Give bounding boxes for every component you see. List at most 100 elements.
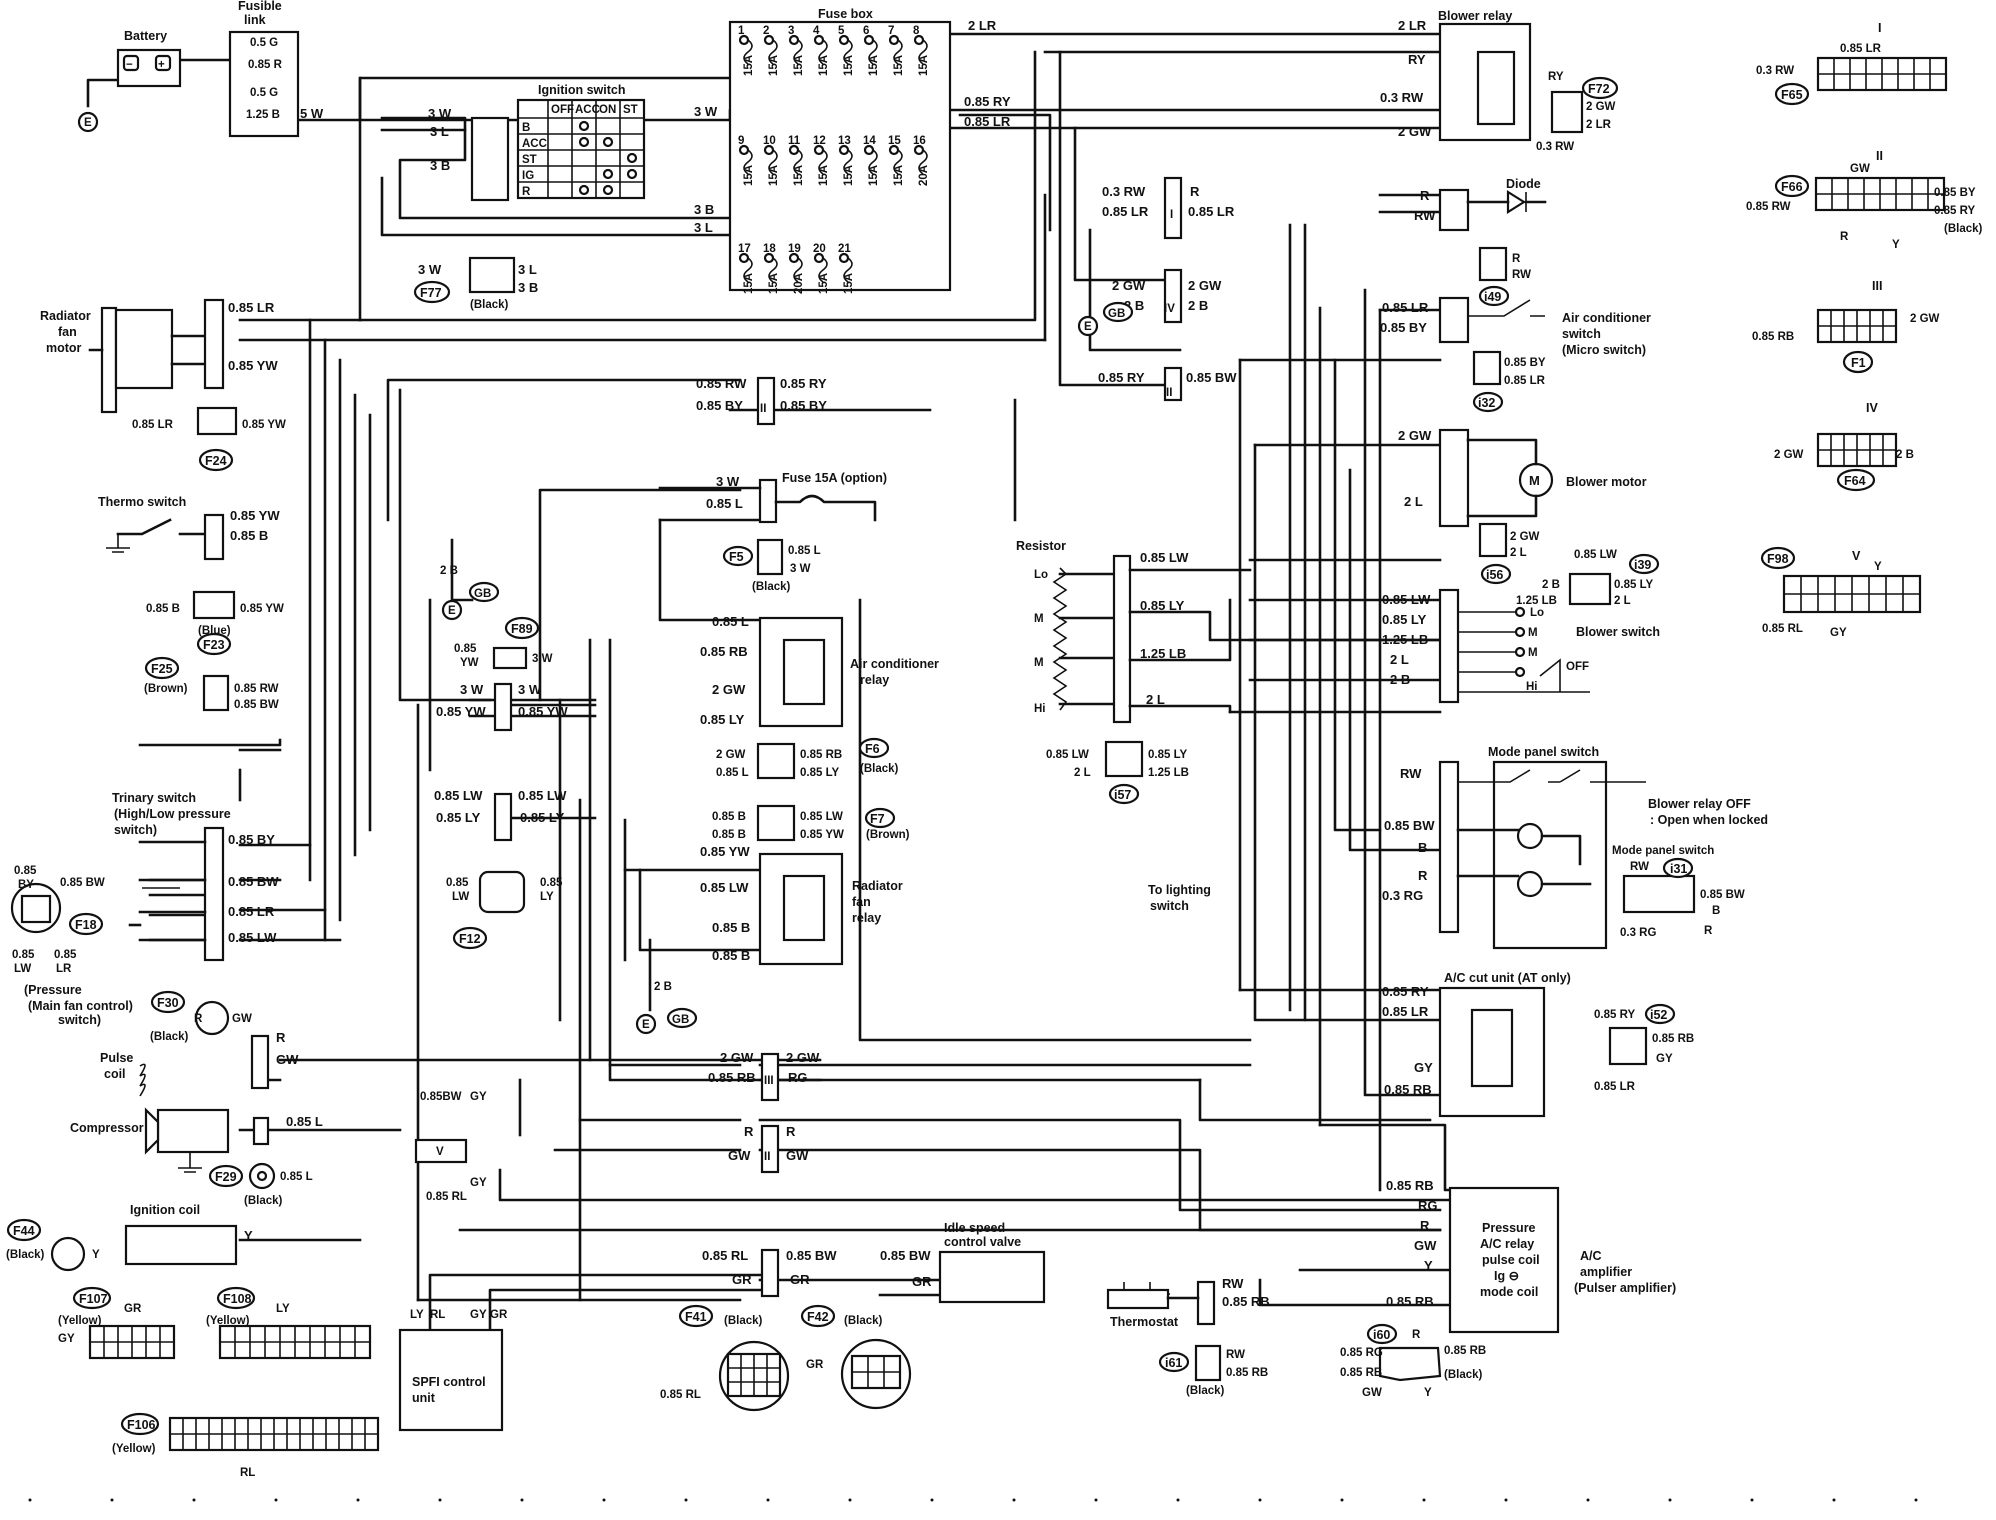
bsw-085lw: 0.85 LW xyxy=(1382,592,1431,607)
connector-f23: 0.85 B 0.85 YW (Blue) F23 xyxy=(146,590,284,656)
i56-2l: 2 L xyxy=(1510,547,1527,559)
tri-085lw: 0.85 LW xyxy=(228,930,277,945)
res-tap-lo: Lo xyxy=(1034,569,1048,581)
connector-f12: 0.85 LW 0.85 LY F12 xyxy=(446,870,563,950)
f98-tag: F98 xyxy=(1767,552,1789,566)
ign-row-acc: ACC xyxy=(522,138,547,150)
leg-iv-right: 2 B xyxy=(1896,449,1914,461)
fuse-3-number: 3 xyxy=(788,25,794,37)
f7-085lw: 0.85 LW xyxy=(800,811,843,823)
radiator-fan-relay: Radiator fan relay 0.85 YW 0.85 LW 0.85 … xyxy=(700,844,903,966)
i52-085lr: 0.85 LR xyxy=(1594,1081,1636,1093)
spfi-label-1: SPFI control xyxy=(412,1375,486,1389)
acr-085l: 0.85 L xyxy=(712,614,749,629)
iyw-3w: 3 W xyxy=(460,682,484,697)
fuse-element xyxy=(768,257,778,283)
fuse-5-number: 5 xyxy=(838,25,845,37)
iil-gw: GW xyxy=(728,1148,751,1163)
ign-col-on: ON xyxy=(599,104,616,116)
ac-cut-unit: A/C cut unit (AT only) 0.85 RY 0.85 LR G… xyxy=(1382,971,1571,1118)
fuse-18-number: 18 xyxy=(763,243,776,255)
i31-r: R xyxy=(1704,925,1713,937)
spfi-gr: GR xyxy=(490,1309,508,1321)
leg-v-b1: 0.85 RL xyxy=(1762,623,1803,635)
inline-connector-ii-upper: 0.85 RY 0.85 BW II xyxy=(1098,366,1237,402)
i31-085bw: 0.85 BW xyxy=(1700,889,1745,901)
i56-2gw: 2 GW xyxy=(1510,531,1540,543)
i32-085by: 0.85 BY xyxy=(1504,357,1546,369)
ac-relay: Air conditioner relay 0.85 L 0.85 RB 2 G… xyxy=(700,614,939,728)
blower-switch: Lo M M Hi OFF Blower switch 0.85 LW 0.85… xyxy=(1382,588,1660,704)
f12-085-r: 0.85 xyxy=(540,877,563,889)
i52-gy: GY xyxy=(1656,1053,1673,1065)
f18-085: 0.85 xyxy=(14,865,37,877)
ii-roman-up: II xyxy=(1166,387,1172,399)
spfi-gy-bot: GY xyxy=(470,1177,487,1189)
f89-3w: 3 W xyxy=(532,653,553,665)
i60-tag: i60 xyxy=(1373,1328,1390,1342)
leg-i-top: 0.85 LR xyxy=(1840,43,1882,55)
irl-085rl: 0.85 RL xyxy=(702,1248,748,1263)
fusible-link-label-2: link xyxy=(244,13,266,27)
fuse-terminal xyxy=(913,34,925,46)
bottom-dots xyxy=(28,1498,1918,1502)
iv-roman: IV xyxy=(1164,303,1175,315)
ign-col-off: OFF xyxy=(551,104,574,116)
fuse-2-rating: 15A xyxy=(768,55,780,76)
fuse-terminal xyxy=(763,252,775,264)
i-085lr-r: 0.85 LR xyxy=(1188,204,1235,219)
iil-gw-r: GW xyxy=(786,1148,809,1163)
ts-085b: 0.85 B xyxy=(230,528,268,543)
fuse-9-number: 9 xyxy=(738,135,744,147)
rfr-085lw: 0.85 LW xyxy=(700,880,749,895)
leg-ii-b2: Y xyxy=(1892,239,1900,251)
mps-085bw: 0.85 BW xyxy=(1384,818,1435,833)
fuse-element xyxy=(868,149,878,175)
connector-f18: 0.85 BY 0.85 BW 0.85 LW 0.85 LR F18 (Pre… xyxy=(10,865,133,1027)
fuse-element xyxy=(768,149,778,175)
connector-i60: 0.85 RG 0.85 RB R 0.85 RB GW Y (Black) i… xyxy=(1340,1323,1486,1399)
blower-motor-label: Blower motor xyxy=(1566,475,1647,489)
diode: Diode R RW xyxy=(1414,177,1547,232)
leg-ii-left: 0.85 RW xyxy=(1746,201,1791,213)
fuse-element xyxy=(843,257,853,283)
acc-085rb: 0.85 RB xyxy=(1384,1082,1432,1097)
page-edge-dot xyxy=(110,1498,114,1502)
bsw-hi: Hi xyxy=(1526,681,1538,693)
fuse-terminal xyxy=(913,144,925,156)
iii-rg: RG xyxy=(788,1070,808,1085)
f18-085a: 0.85 xyxy=(12,949,35,961)
page-edge-dot xyxy=(1176,1498,1180,1502)
bsw-off: OFF xyxy=(1566,661,1589,673)
f44-tag: F44 xyxy=(13,1224,35,1238)
f77-tag: F77 xyxy=(420,286,442,300)
ign-col-st: ST xyxy=(623,104,638,116)
fuse-5-rating: 15A xyxy=(843,55,855,76)
gb2-e: E xyxy=(448,605,456,617)
f5-color: (Black) xyxy=(752,581,791,593)
amp-line-4: Ig ⊖ xyxy=(1494,1269,1519,1283)
leg-ii-b1: R xyxy=(1840,231,1849,243)
spfi-rl: RL xyxy=(430,1309,445,1321)
connector-i32: 0.85 BY 0.85 LR i32 xyxy=(1472,350,1546,413)
amp-line-3: pulse coil xyxy=(1482,1253,1540,1267)
blower-off-1: Blower relay OFF xyxy=(1648,797,1751,811)
amp-085rb-2: 0.85 RB xyxy=(1386,1294,1434,1309)
iii-2gw-r: 2 GW xyxy=(786,1050,820,1065)
fuse-element xyxy=(893,39,903,65)
f12-ly: LY xyxy=(540,891,554,903)
fuse-terminal xyxy=(788,34,800,46)
f30-color: (Black) xyxy=(150,1031,189,1043)
trinary-label-2: (High/Low pressure xyxy=(114,807,231,821)
f41-tag: F41 xyxy=(685,1310,707,1324)
spfi-085bw: 0.85BW xyxy=(420,1091,462,1103)
connector-f72: RY 2 GW 2 LR 0.3 RW F72 xyxy=(1536,71,1619,153)
connector-i31: Mode panel switch RW 0.85 BW B 0.3 RG R … xyxy=(1612,845,1745,939)
f41-085rl: 0.85 RL xyxy=(660,1389,701,1401)
ths-085rb: 0.85 RB xyxy=(1222,1294,1270,1309)
rfr-085b: 0.85 B xyxy=(712,920,750,935)
i39-085ly: 0.85 LY xyxy=(1614,579,1654,591)
f44-color: (Black) xyxy=(6,1249,45,1261)
radiator-fan-motor: Radiator fan motor 0.85 LR 0.85 YW xyxy=(40,298,278,414)
rad-fan-motor-2: fan xyxy=(58,325,77,339)
